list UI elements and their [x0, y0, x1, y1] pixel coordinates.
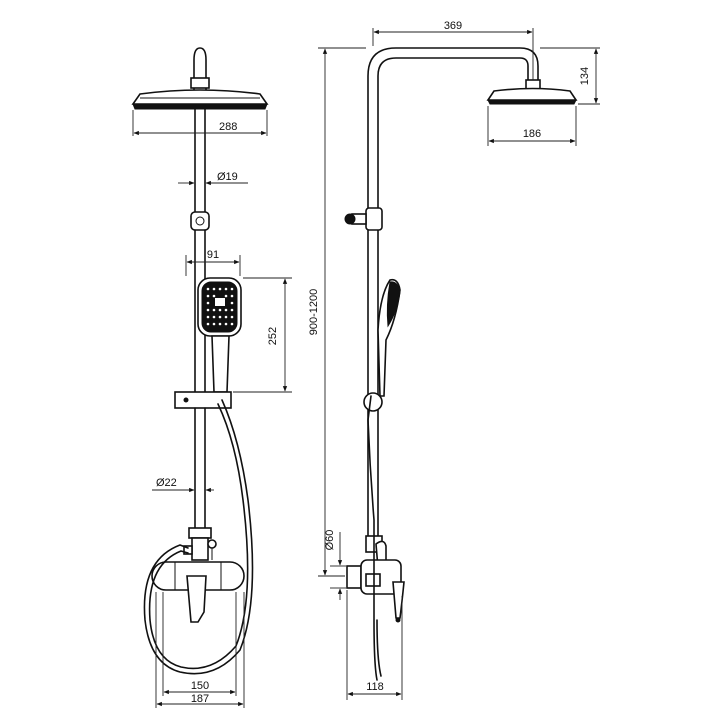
side-eccentric [346, 565, 362, 589]
side-dimensions: 369 134 186 900-1200 Ø60 118 [308, 20, 600, 700]
side-hose [367, 395, 378, 681]
side-shower-head [486, 87, 578, 101]
dim-riser-diameter: Ø22 [156, 477, 177, 489]
dim-head-height: 134 [579, 67, 591, 85]
side-mixer-port [365, 573, 381, 587]
front-mixer-lever [186, 575, 207, 623]
side-clamp-knob [344, 213, 356, 225]
front-gooseneck [193, 47, 207, 91]
front-diverter-side [183, 545, 193, 555]
side-view [344, 47, 578, 681]
side-riser-outer [367, 47, 539, 537]
diverter-knob [207, 539, 217, 549]
dim-center-distance: 150 [191, 680, 209, 692]
hand-shower-nozzles [206, 287, 234, 326]
front-head-face [132, 103, 268, 110]
front-head-connector [190, 77, 210, 89]
front-diverter-body [191, 537, 209, 561]
front-shower-head [131, 89, 269, 105]
dim-arm-length: 369 [444, 20, 462, 32]
front-dimensions: 288 Ø19 91 252 Ø22 150 187 [132, 110, 292, 708]
side-slider-clamp [365, 207, 383, 231]
side-riser-inner [377, 57, 529, 537]
dim-pipe-diameter: Ø19 [217, 171, 238, 183]
dim-wall-depth: 118 [366, 681, 384, 693]
side-shower-holder [363, 392, 383, 412]
dim-hand-shower-width: 91 [207, 249, 219, 261]
dim-eccentric-diameter: Ø60 [324, 530, 336, 551]
dim-head-width: 288 [219, 121, 237, 133]
front-hand-shower-handle [211, 335, 230, 393]
front-slider-clamp [190, 211, 210, 231]
front-diverter [188, 527, 212, 539]
dim-hand-shower-height: 252 [267, 327, 279, 345]
front-hose [143, 399, 254, 675]
dim-total-height: 900-1200 [308, 289, 320, 336]
dim-head-projection: 186 [523, 128, 541, 140]
front-shower-holder [174, 391, 232, 409]
front-view [131, 47, 269, 675]
dim-mixer-width: 187 [191, 693, 209, 705]
